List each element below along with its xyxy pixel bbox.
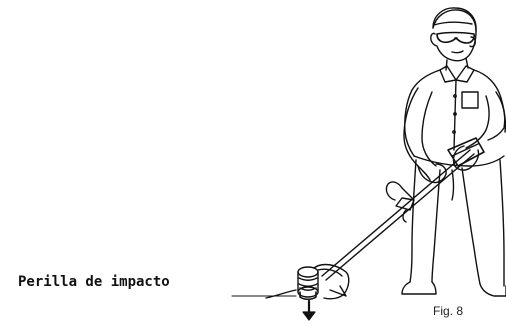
right-boot (479, 283, 506, 297)
safety-glasses-icon (436, 31, 475, 44)
front-handle (385, 181, 413, 201)
string-trimmer (231, 137, 485, 301)
ear (469, 36, 476, 48)
hair (432, 9, 477, 32)
head-outline (430, 7, 477, 62)
shirt-collar (439, 65, 475, 83)
down-arrow-icon (302, 299, 316, 321)
trimmer-guard (313, 263, 350, 300)
trimmer-line (265, 289, 297, 299)
callout-label-impact-knob: Perilla de impacto (18, 274, 170, 290)
rear-grip (447, 137, 485, 167)
left-boot (401, 281, 437, 295)
right-arm (487, 91, 506, 141)
torso (404, 69, 441, 157)
operator-figure (401, 7, 506, 297)
right-leg (461, 167, 481, 285)
left-leg (409, 159, 417, 283)
trimmer-head (297, 266, 319, 298)
left-hand (417, 163, 447, 184)
left-arm (403, 87, 431, 181)
right-hand (452, 145, 480, 171)
figure-caption: Fig. 8 (433, 304, 464, 318)
trimmer-shaft (321, 149, 471, 277)
